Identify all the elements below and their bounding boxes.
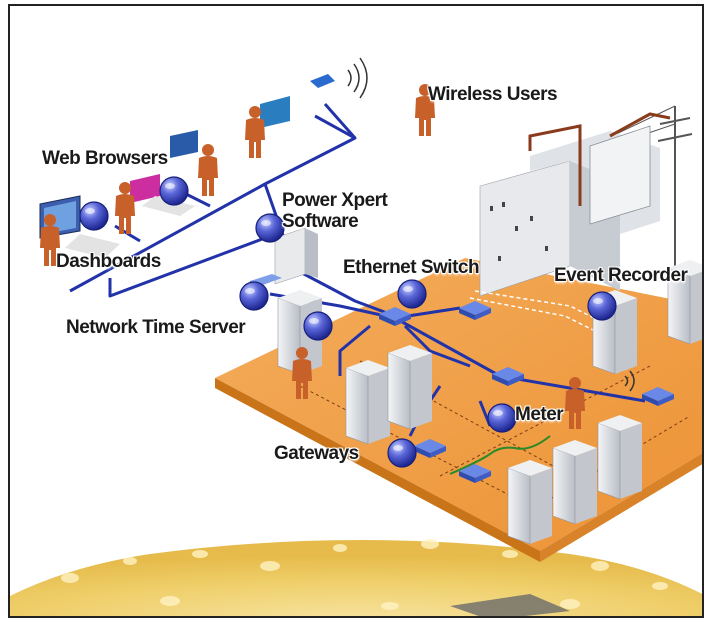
node-badge-icon (397, 279, 427, 309)
electrical-cabinet-icon (387, 344, 433, 430)
label-power-xpert-line2: Software (282, 211, 359, 232)
web-browser-workstation (130, 130, 198, 216)
network-diagram (10, 57, 702, 616)
electrical-cabinet-icon (507, 459, 553, 545)
label-power-xpert-line1: Power Xpert (282, 190, 388, 211)
ground-globe (10, 540, 702, 616)
node-badge-icon (255, 213, 285, 243)
person-icon (198, 144, 218, 196)
label-web-browsers: Web Browsers (42, 148, 168, 169)
facility-floor-edge (215, 378, 540, 562)
electrical-cabinet-icon (552, 439, 598, 525)
node-badge-icon (587, 291, 617, 321)
wireless-workstation (260, 74, 335, 128)
label-network-time-server: Network Time Server (66, 317, 246, 338)
electrical-cabinet-icon (597, 414, 643, 500)
diagram-frame: Wireless Users Web Browsers Power Xpert … (8, 4, 704, 618)
electrical-cabinet-icon (345, 359, 391, 445)
label-wireless-users: Wireless Users (428, 84, 558, 105)
node-badge-icon (487, 403, 517, 433)
label-dashboards: Dashboards (56, 251, 161, 272)
node-badge-icon (79, 201, 109, 231)
label-meter: Meter (515, 404, 564, 425)
substation-building (479, 112, 671, 297)
meter-cable (449, 435, 551, 475)
label-power-xpert: Power Xpert Software (282, 190, 388, 232)
label-ethernet-switch: Ethernet Switch (343, 257, 480, 278)
label-event-recorder: Event Recorder (554, 265, 688, 286)
label-gateways: Gateways (274, 443, 359, 464)
node-badge-icon (159, 176, 189, 206)
node-badge-icon (303, 311, 333, 341)
node-badge-icon (239, 281, 269, 311)
power-xpert-server (274, 227, 318, 285)
ground-chip (450, 594, 570, 616)
ground-dots (61, 539, 668, 610)
wireless-signal-icon (347, 57, 635, 392)
node-badge-icon (387, 438, 417, 468)
